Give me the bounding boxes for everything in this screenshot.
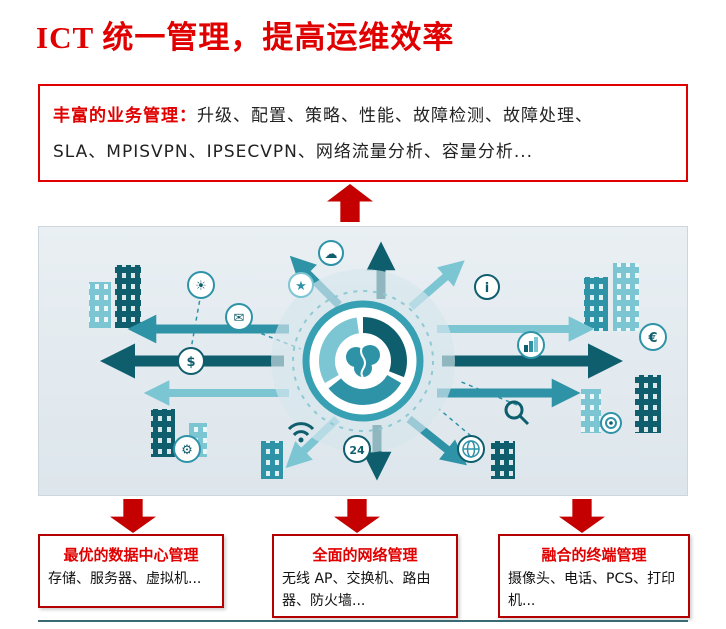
- euro-icon: €: [639, 323, 667, 351]
- hub-diagram: ☀ ✉ $ ⚙ ★ ☁ i 24 €: [89, 240, 667, 481]
- star-icon: ★: [288, 272, 314, 298]
- svg-text:i: i: [485, 281, 489, 296]
- terminal-management-box: 融合的终端管理 摄像头、电话、PCS、打印机...: [498, 534, 690, 618]
- brain-icon: [346, 344, 380, 378]
- down-arrow-datacenter: [110, 499, 156, 533]
- down-arrow-network: [334, 499, 380, 533]
- building: [491, 441, 515, 479]
- central-hub: [271, 269, 455, 453]
- datacenter-box-title: 最优的数据中心管理: [63, 546, 199, 564]
- terminal-box-content: 摄像头、电话、PCS、打印机...: [508, 571, 676, 609]
- svg-text:⚙: ⚙: [181, 443, 193, 458]
- page-title: ICT 统一管理，提高运维效率: [36, 20, 455, 55]
- target-icon: [600, 412, 622, 434]
- business-management-box: 丰富的业务管理：升级、配置、策略、性能、故障检测、故障处理、 SLA、MPISV…: [38, 84, 688, 182]
- network-box-content: 无线 AP、交换机、路由器、防火墙...: [282, 571, 431, 609]
- svg-text:★: ★: [295, 279, 307, 294]
- network-illustration: ☀ ✉ $ ⚙ ★ ☁ i 24 €: [38, 226, 688, 496]
- gear-icon: ⚙: [173, 435, 201, 463]
- building: [115, 265, 141, 328]
- building: [635, 375, 661, 433]
- mail-icon: ✉: [225, 303, 253, 331]
- svg-text:24: 24: [349, 444, 365, 457]
- building: [89, 282, 111, 328]
- info-icon: i: [474, 274, 500, 300]
- network-box-title: 全面的网络管理: [312, 546, 418, 564]
- network-management-box: 全面的网络管理 无线 AP、交换机、路由器、防火墙...: [272, 534, 458, 618]
- building: [584, 277, 608, 331]
- business-box-line1: 升级、配置、策略、性能、故障检测、故障处理、: [197, 106, 593, 126]
- icon-badges: ☀ ✉ $ ⚙ ★ ☁ i 24 €: [173, 240, 667, 463]
- business-box-label: 丰富的业务管理：: [53, 106, 197, 126]
- svg-text:☀: ☀: [195, 279, 207, 294]
- footer-divider: [38, 620, 688, 622]
- svg-text:$: $: [186, 355, 195, 370]
- svg-text:✉: ✉: [234, 311, 245, 326]
- dollar-icon: $: [177, 347, 205, 375]
- building: [581, 389, 601, 433]
- magnifier-icon: [504, 400, 530, 426]
- business-box-line2: SLA、MPISVPN、IPSECVPN、网络流量分析、容量分析...: [53, 142, 534, 162]
- cloud-icon: ☁: [318, 240, 344, 266]
- up-arrow: [327, 184, 373, 222]
- building: [151, 409, 175, 457]
- svg-text:€: €: [647, 331, 657, 346]
- idea-icon: ☀: [187, 271, 215, 299]
- building: [613, 263, 639, 331]
- globe-icon: [457, 435, 485, 463]
- svg-text:☁: ☁: [325, 247, 338, 262]
- terminal-box-title: 融合的终端管理: [541, 546, 647, 564]
- building: [261, 441, 283, 479]
- down-arrow-terminal: [559, 499, 605, 533]
- clock-icon: 24: [343, 435, 371, 463]
- datacenter-box-content: 存储、服务器、虚拟机...: [48, 571, 202, 587]
- wifi-icon: [287, 422, 315, 443]
- chart-icon: [517, 331, 545, 359]
- datacenter-management-box: 最优的数据中心管理 存储、服务器、虚拟机...: [38, 534, 224, 608]
